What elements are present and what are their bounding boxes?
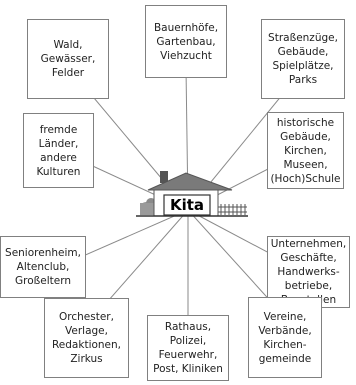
node-businesses: Unternehmen, Geschäfte, Handwerks- betri… — [267, 236, 350, 308]
node-seniors: Seniorenheim, Altenclub, Großeltern — [0, 236, 86, 298]
kita-label: Kita — [170, 196, 204, 214]
node-streets: Straßenzüge, Gebäude, Spielplätze, Parks — [261, 19, 345, 99]
kita-house-icon — [136, 171, 248, 217]
node-nature: Wald, Gewässer, Felder — [27, 19, 109, 99]
node-public-services: Rathaus, Polizei, Feuerwehr, Post, Klini… — [147, 315, 229, 381]
node-farming: Bauernhöfe, Gartenbau, Viehzucht — [145, 5, 227, 78]
node-associations: Vereine, Verbände, Kirchen- gemeinde — [248, 297, 322, 378]
node-historic: historische Gebäude, Kirchen, Museen, (H… — [267, 112, 344, 189]
node-cultures: fremde Länder, andere Kulturen — [23, 113, 94, 188]
node-arts: Orchester, Verlage, Redaktionen, Zirkus — [44, 298, 129, 378]
